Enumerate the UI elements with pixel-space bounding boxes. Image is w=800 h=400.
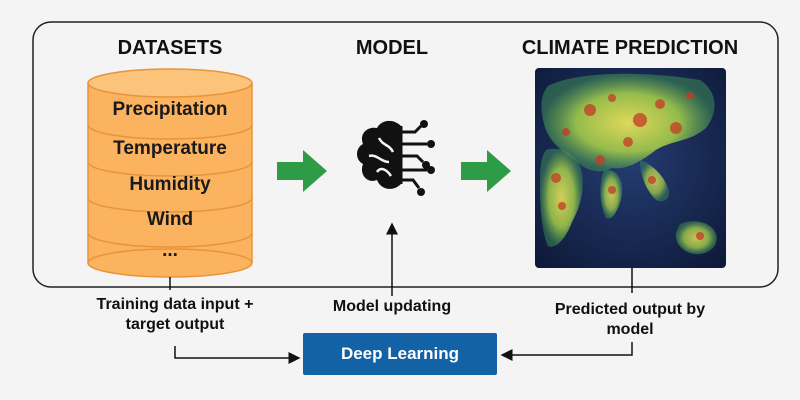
dataset-item-wind: Wind bbox=[146, 209, 194, 230]
arrow-model-to-prediction bbox=[461, 150, 511, 192]
caption-predicted: Predicted output by model bbox=[554, 301, 706, 338]
connector-predicted-to-dl bbox=[500, 342, 633, 361]
dataset-item-humidity: Humidity bbox=[129, 174, 211, 195]
connector-training-to-dl bbox=[174, 346, 301, 364]
dataset-item-precipitation: Precipitation bbox=[112, 99, 228, 120]
world-heatmap-image bbox=[535, 68, 726, 268]
dataset-item-temperature: Temperature bbox=[113, 138, 227, 159]
brain-circuit-icon bbox=[357, 120, 435, 196]
arrow-datasets-to-model bbox=[277, 150, 327, 192]
header-prediction: CLIMATE PREDICTION bbox=[521, 37, 739, 59]
caption-training: Training data input + target output bbox=[96, 296, 254, 333]
dataset-item-more: ... bbox=[162, 240, 178, 261]
header-datasets: DATASETS bbox=[117, 37, 223, 59]
caption-model-updating: Model updating bbox=[332, 298, 452, 315]
datasets-cylinder bbox=[87, 68, 253, 278]
deep-learning-box: Deep Learning bbox=[303, 333, 497, 375]
header-model: MODEL bbox=[355, 37, 429, 59]
deep-learning-label: Deep Learning bbox=[340, 344, 460, 363]
